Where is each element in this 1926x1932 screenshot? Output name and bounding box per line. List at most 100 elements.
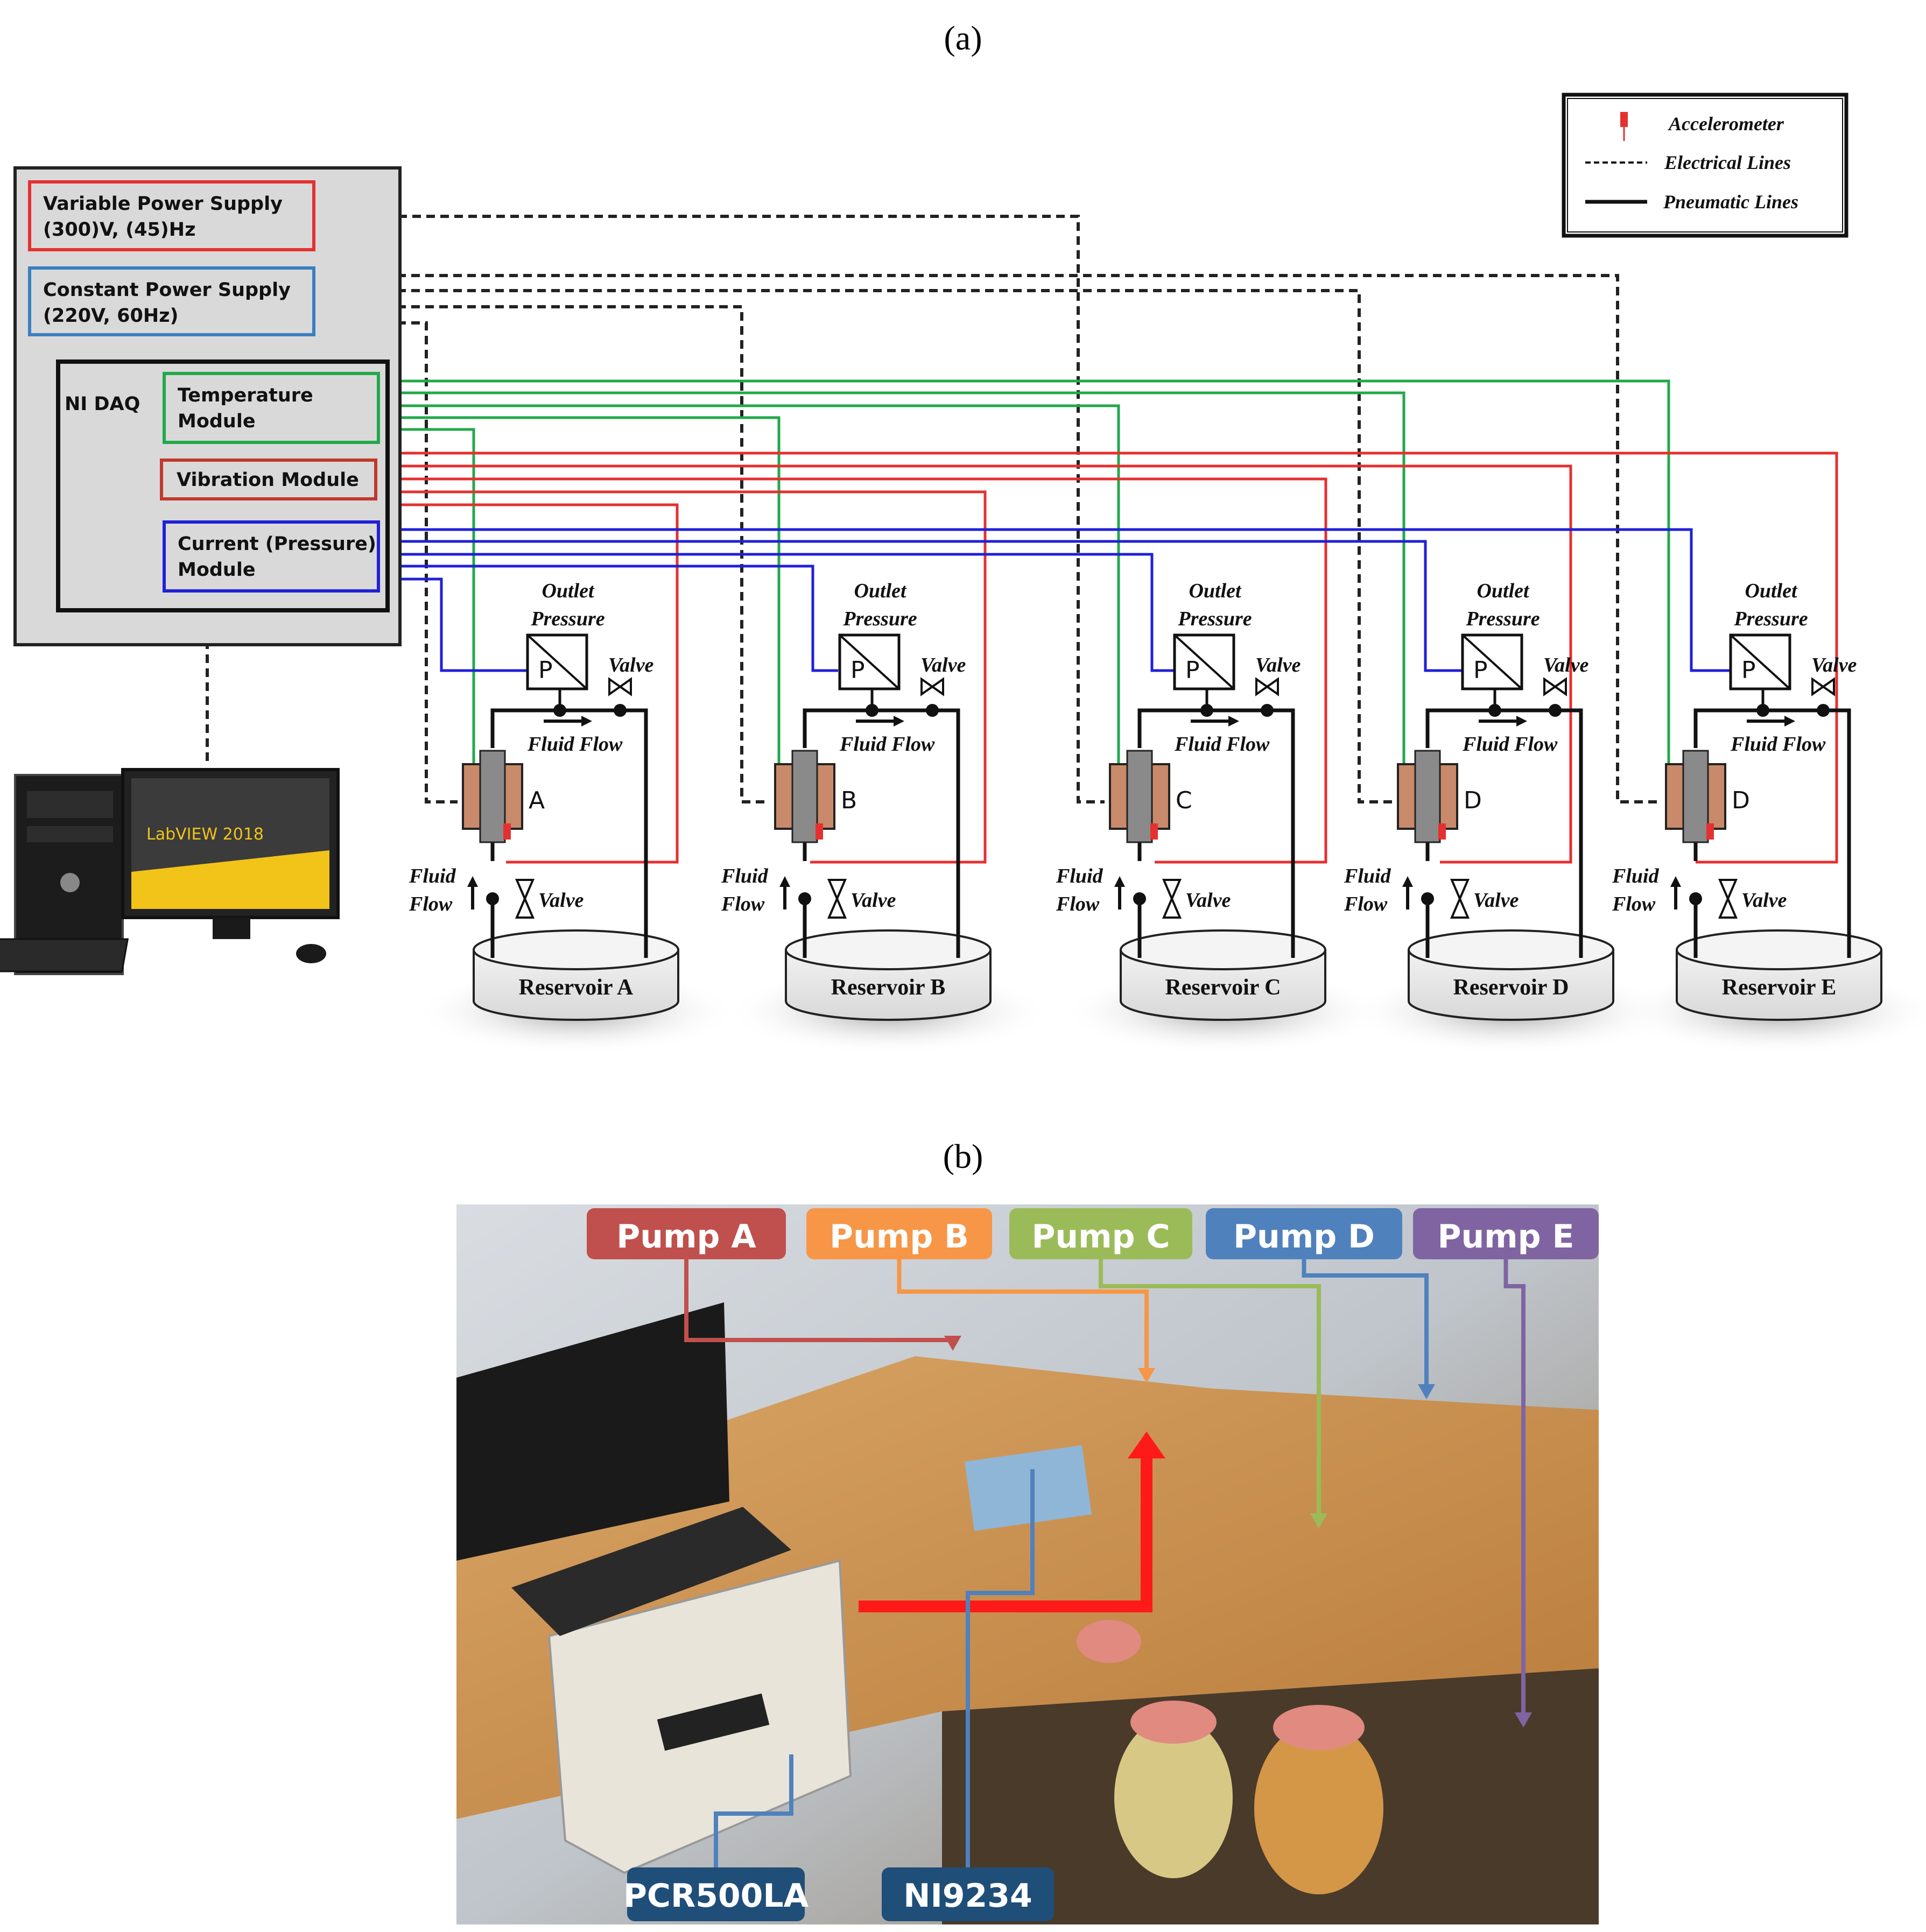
up-arrowhead-icon (1114, 876, 1125, 887)
temperature-module-box (163, 372, 380, 444)
valve-icon (608, 677, 632, 696)
device-tag-1: PCR500LA (623, 1754, 809, 1921)
fluid-flow-label: Fluid Flow (1730, 733, 1826, 756)
junction-dot (798, 892, 811, 905)
pump-letter: D (1464, 787, 1482, 814)
legend-electrical: Electrical Lines (1664, 152, 1791, 173)
reservoir-label: Reservoir B (831, 975, 946, 1000)
junction-dot (1689, 892, 1702, 905)
up-arrowhead-icon (1670, 876, 1681, 887)
junction-dot (1261, 704, 1274, 717)
pump-tag-arrowhead (1418, 1384, 1435, 1399)
fluid-flow-label: Fluid Flow (527, 733, 623, 756)
pump-tag-1: Pump A (587, 1208, 961, 1351)
pump-tag-arrowhead (1138, 1368, 1155, 1383)
flow-label: Flow (409, 893, 453, 915)
pressure-label: Pressure (842, 608, 917, 630)
flow-arrowhead-icon (581, 716, 592, 727)
pump-tag-leader (897, 1258, 1149, 1370)
flow-arrowhead-icon (894, 716, 904, 727)
ni-daq-box: NI DAQ Temperature Module Vibration Modu… (56, 359, 390, 612)
current-module-box (163, 520, 380, 593)
fluid-label: Fluid (721, 865, 769, 887)
reservoir-top (1120, 929, 1326, 970)
gauge-p-label: P (1473, 657, 1488, 684)
junction-dot (1133, 892, 1146, 905)
caption-b: (b) (943, 1137, 983, 1175)
current-line1: Current (Pressure) (178, 533, 376, 555)
highlight-arrow-red-head (1128, 1432, 1165, 1458)
gauge-p-label: P (538, 657, 553, 684)
gauge-p-label: P (1185, 657, 1200, 684)
pressure-label: Pressure (1465, 608, 1540, 630)
pump-letter: D (1732, 787, 1750, 814)
fluid-flow-label: Fluid Flow (839, 733, 935, 756)
outlet-label: Outlet (854, 580, 907, 602)
outlet-label: Outlet (1745, 580, 1798, 602)
valve-label: Valve (1543, 654, 1589, 676)
gauge-p-label: P (1741, 657, 1756, 684)
junction-dot (926, 704, 939, 717)
pump-core (479, 750, 506, 843)
caption-a: (a) (944, 19, 982, 57)
gauge-diagonal (1730, 634, 1791, 690)
pump-letter: C (1176, 787, 1192, 814)
up-arrowhead-icon (1402, 876, 1413, 887)
outlet-label: Outlet (1477, 580, 1530, 602)
pump-tag-label: Pump A (616, 1218, 756, 1256)
vibration-label: Vibration Module (177, 469, 359, 491)
valve-label: Valve (608, 654, 654, 676)
fluid-flow-label: Fluid Flow (1462, 733, 1558, 756)
flow-label: Flow (721, 893, 765, 915)
flow-label: Flow (1612, 893, 1656, 915)
valve-label: Valve (850, 889, 896, 912)
pump-tag-leader (1503, 1258, 1526, 1714)
valve-icon (515, 879, 535, 919)
flow-arrowhead-icon (1228, 716, 1239, 727)
constant-power-line1: Constant Power Supply (43, 279, 291, 301)
gauge-diagonal (526, 634, 588, 690)
valve-label: Valve (1741, 889, 1787, 912)
constant-power-supply-box: Constant Power Supply (220V, 60Hz) (28, 266, 315, 336)
gauge-diagonal (839, 634, 900, 690)
pump-tag-leader (1302, 1258, 1429, 1386)
flow-label: Flow (1056, 893, 1100, 915)
device-tag-leader (714, 1754, 793, 1870)
gauge-p-label: P (850, 657, 865, 684)
junction-dot (614, 704, 627, 717)
fluid-label: Fluid (1344, 865, 1391, 887)
pump-tag-3: Pump C (1009, 1208, 1327, 1528)
pump-letter: A (529, 787, 545, 814)
accelerometer-icon (1438, 823, 1446, 840)
up-arrowhead-icon (467, 876, 478, 887)
mouse (296, 944, 326, 963)
valve-label: Valve (1473, 889, 1519, 912)
outlet-label: Outlet (1189, 580, 1242, 602)
gauge-diagonal (1173, 634, 1235, 690)
daq-panel: Variable Power Supply (300)V, (45)Hz Con… (13, 166, 402, 646)
current-wires (380, 528, 1734, 672)
valve-icon (1255, 677, 1279, 696)
valve-icon (1811, 677, 1835, 696)
constant-power-line2: (220V, 60Hz) (43, 305, 178, 327)
pump-tag-label: Pump D (1233, 1218, 1375, 1256)
variable-power-line1: Variable Power Supply (43, 193, 283, 215)
pump-tag-box (1413, 1208, 1599, 1259)
pump-tag-arrowhead (1515, 1712, 1532, 1727)
junction-dot (1549, 704, 1562, 717)
accelerometer-icon (816, 823, 823, 840)
reservoir-label: Reservoir E (1722, 975, 1837, 1000)
pump-letter: B (841, 787, 857, 814)
keyboard-in-photo (511, 1507, 791, 1636)
pressure-label: Pressure (1177, 608, 1252, 630)
pump-tag-5: Pump E (1413, 1208, 1599, 1727)
current-line2: Module (178, 559, 256, 581)
reservoir-label: Reservoir C (1165, 975, 1281, 1000)
outlet-label: Outlet (542, 580, 595, 602)
